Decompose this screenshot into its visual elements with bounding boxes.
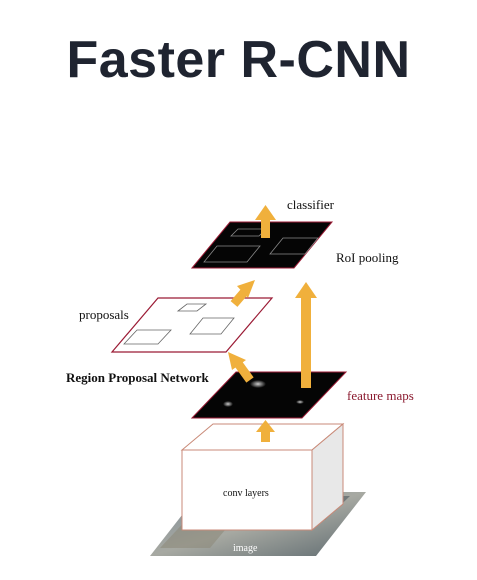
arrow-conv-to-features — [256, 420, 275, 442]
roi-pooling-plane — [190, 221, 334, 269]
label-feature-maps: feature maps — [347, 388, 414, 403]
label-proposals: proposals — [79, 307, 129, 322]
label-roi-pooling: RoI pooling — [336, 250, 399, 265]
arrow-proposals-to-roi — [230, 280, 255, 307]
arrow-features-to-roi — [295, 282, 317, 388]
label-classifier: classifier — [287, 197, 335, 212]
conv-layers-box — [180, 422, 345, 532]
proposals-plane — [110, 297, 274, 353]
label-image: image — [233, 543, 258, 554]
feature-maps-plane — [190, 371, 348, 419]
page-title: Faster R-CNN — [66, 31, 411, 89]
label-conv-layers: conv layers — [223, 488, 269, 499]
label-rpn: Region Proposal Network — [66, 370, 210, 385]
arrow-rpn-to-proposals — [228, 352, 254, 383]
arrow-roi-to-classifier — [255, 205, 276, 238]
